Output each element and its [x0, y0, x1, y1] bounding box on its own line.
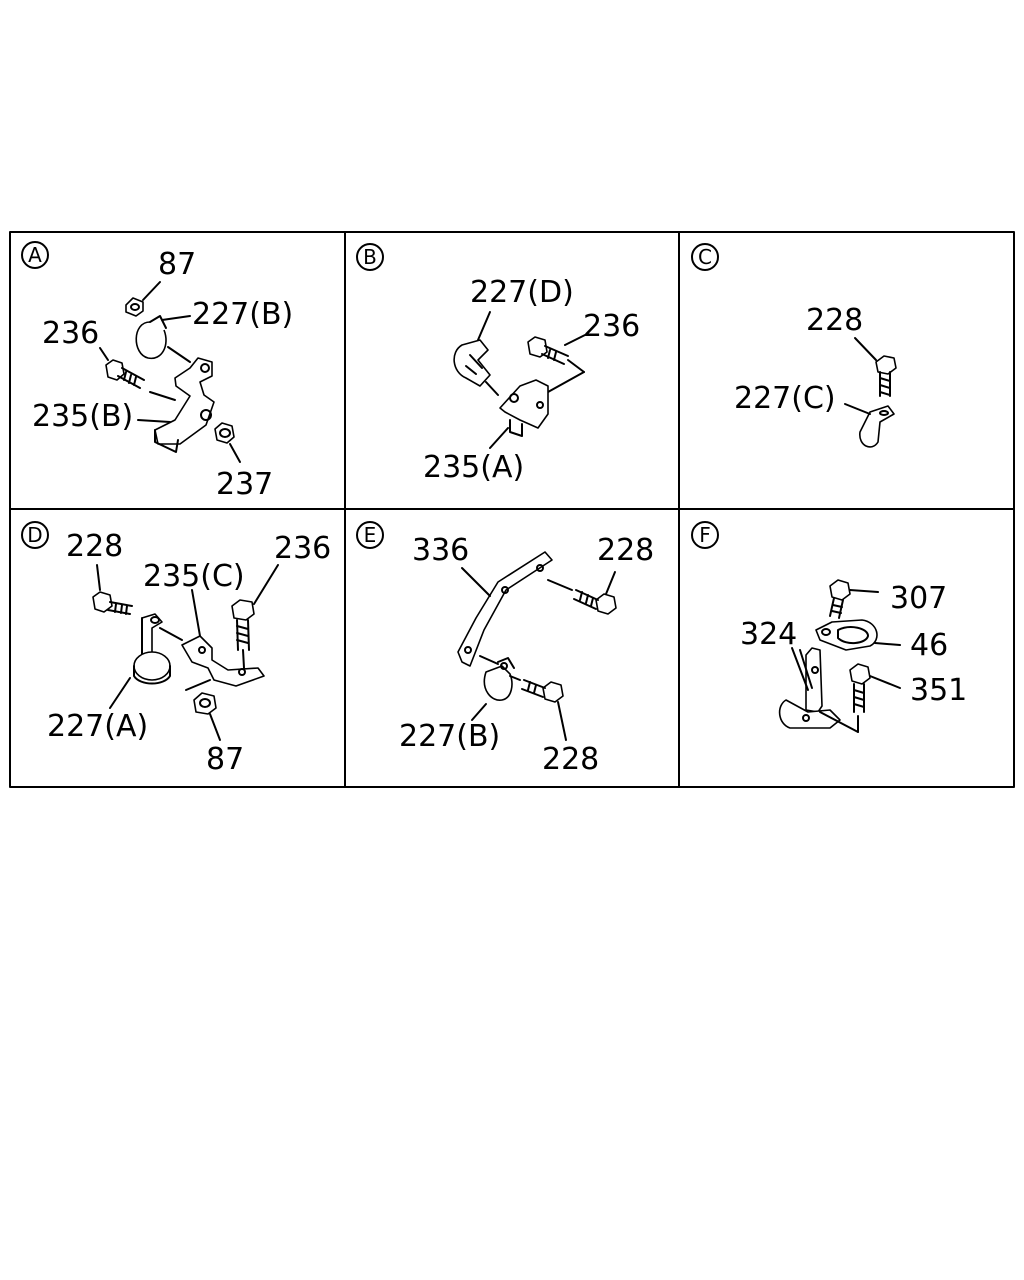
- bolt-236-icon: [231, 599, 255, 669]
- part-label-228: 228: [806, 303, 863, 338]
- nut-237-icon: [214, 422, 235, 444]
- panel-c: C 228 227(C): [691, 243, 897, 448]
- part-label-87: 87: [158, 247, 196, 282]
- panel-letter: C: [698, 245, 712, 269]
- bracket-235b-icon: [154, 357, 215, 453]
- panel-letter-badge: A: [21, 241, 49, 269]
- part-label-237: 237: [216, 467, 273, 502]
- part-label-235-b: 235(B): [32, 399, 133, 434]
- panel-e: E: [356, 521, 654, 777]
- part-label-307: 307: [890, 581, 947, 616]
- panel-letter-badge: E: [356, 521, 384, 549]
- bolt-236-icon: [527, 336, 569, 365]
- panel-letter: E: [364, 523, 377, 547]
- part-label-235-a: 235(A): [423, 450, 524, 485]
- part-label-228: 228: [597, 533, 654, 568]
- bolt-228-icon: [92, 591, 133, 615]
- panel-f: F: [691, 521, 967, 733]
- part-label-228: 228: [542, 742, 599, 777]
- part-label-324: 324: [740, 617, 797, 652]
- part-label-236: 236: [583, 309, 640, 344]
- part-label-336: 336: [412, 533, 469, 568]
- part-label-227-d: 227(D): [470, 275, 574, 310]
- bolt-228-icon: [875, 355, 897, 397]
- part-label-351: 351: [910, 673, 967, 708]
- panel-letter: D: [27, 523, 42, 547]
- part-label-227-b: 227(B): [399, 719, 500, 754]
- bolt-351-icon: [849, 663, 871, 713]
- clip-227d-icon: [453, 339, 491, 387]
- nut-87-icon: [193, 692, 217, 715]
- part-label-87: 87: [206, 742, 244, 777]
- part-label-236: 236: [42, 316, 99, 351]
- bracket-336-icon: [457, 551, 553, 667]
- panel-letter-badge: C: [691, 243, 719, 271]
- panel-a: A: [21, 241, 293, 502]
- panel-b: B 227(D) 236 235(A): [356, 243, 640, 485]
- bolt-228-icon: [573, 589, 617, 615]
- grid-frame: [9, 231, 1015, 788]
- panel-d: D: [21, 521, 331, 777]
- panel-letter: F: [699, 523, 711, 547]
- nut-87-icon: [125, 297, 144, 317]
- clamp-227c-icon: [859, 405, 895, 448]
- clamp-227a-icon: [133, 613, 171, 685]
- bracket-324-icon: [778, 647, 859, 733]
- bolt-228-icon: [521, 679, 564, 703]
- bolt-307-icon: [829, 579, 851, 619]
- part-label-227-c: 227(C): [734, 381, 836, 416]
- part-label-236: 236: [274, 531, 331, 566]
- panel-letter-badge: B: [356, 243, 384, 271]
- bracket-235a-icon: [499, 379, 549, 437]
- part-label-235-c: 235(C): [143, 559, 245, 594]
- clamp-227b-icon: [135, 315, 191, 363]
- part-label-227-a: 227(A): [47, 709, 148, 744]
- clamp-227b-icon: [483, 657, 515, 701]
- panel-letter-badge: F: [691, 521, 719, 549]
- panel-letter: A: [28, 243, 42, 267]
- part-label-227-b: 227(B): [192, 297, 293, 332]
- bracket-235c-icon: [181, 635, 265, 687]
- part-label-228: 228: [66, 529, 123, 564]
- part-label-46: 46: [910, 628, 948, 663]
- panel-letter: B: [363, 245, 377, 269]
- bolt-236-icon: [105, 359, 145, 389]
- clamp-46-icon: [815, 619, 878, 651]
- panel-letter-badge: D: [21, 521, 49, 549]
